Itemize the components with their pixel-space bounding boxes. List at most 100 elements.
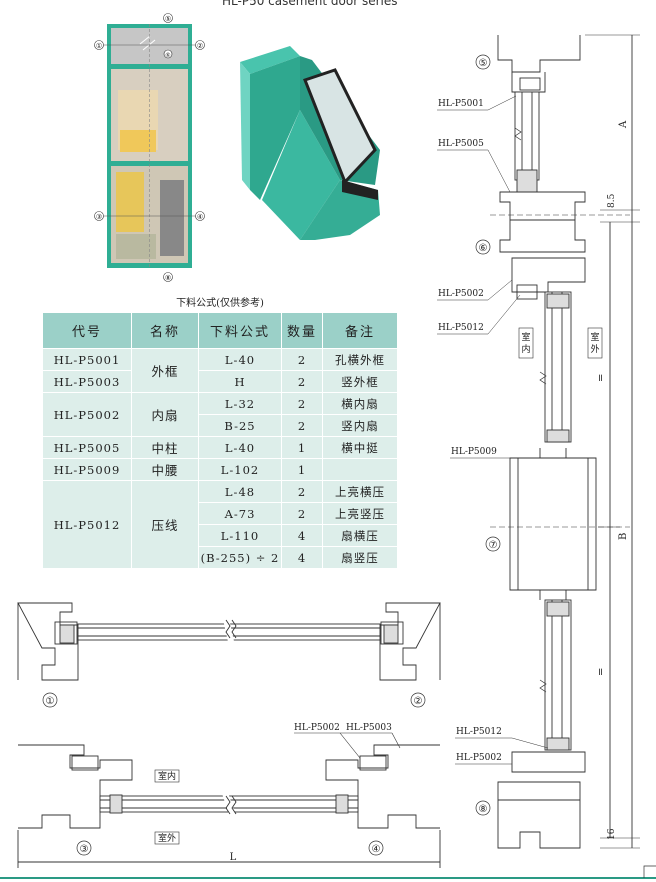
section-callout-1: ① xyxy=(46,696,55,707)
cell-formula: L-110 xyxy=(198,524,282,547)
cell-code: HL-P5002 xyxy=(42,392,132,437)
callout-6: ⑥ xyxy=(165,52,170,59)
cell-formula: L-40 xyxy=(198,436,282,459)
callout-4: ④ xyxy=(197,213,203,221)
cell-name: 中柱 xyxy=(131,436,199,459)
cell-code: HL-P5001 xyxy=(42,348,132,371)
table-header-row: 代号 名称 下料公式 数量 备注 xyxy=(42,312,398,349)
cell-qty: 1 xyxy=(281,436,323,459)
vertical-section-labels: ⑤ ⑥ ⑦ ⑧ HL-P5001 HL-P5005 HL-P5002 HL-P5… xyxy=(437,54,629,840)
cell-name: 压线 xyxy=(131,480,199,569)
col-header-qty: 数量 xyxy=(281,312,323,349)
vsec-callout-8: ⑧ xyxy=(479,804,488,815)
section-1-2 xyxy=(17,602,441,681)
dim-bottom: 16 xyxy=(607,828,617,840)
callout-5: ⑤ xyxy=(165,15,171,23)
photo-callouts: ⑤ ① ② ⑥ ③ ④ ⑧ xyxy=(94,13,205,282)
vsec-callout-5: ⑤ xyxy=(479,58,488,69)
cell-note: 扇竖压 xyxy=(322,546,398,569)
section-callout-4: ④ xyxy=(372,844,381,855)
cell-note: 孔横外框 xyxy=(322,348,398,371)
cell-code: HL-P5005 xyxy=(42,436,132,459)
cell-qty: 2 xyxy=(281,370,323,393)
label-p5002-b: HL-P5002 xyxy=(456,753,502,763)
table-row: B-25 2 竖内扇 xyxy=(43,414,398,437)
cell-note: 竖外框 xyxy=(322,370,398,393)
dim-eq-2: = xyxy=(596,668,607,676)
dim-eq-1: = xyxy=(596,374,607,382)
col-header-name: 名称 xyxy=(131,312,199,349)
indoor-label: 室内 xyxy=(158,770,176,782)
cell-note: 横内扇 xyxy=(322,392,398,415)
cell-note: 上亮横压 xyxy=(322,480,398,503)
label-p5003: HL-P5003 xyxy=(346,723,392,733)
cell-note: 横中挺 xyxy=(322,436,398,459)
cell-formula: B-25 xyxy=(198,414,282,437)
table-row: HL-P5012 压线 L-48 2 上亮横压 xyxy=(42,480,398,569)
cell-formula: L-48 xyxy=(198,480,282,503)
label-p5002-a: HL-P5002 xyxy=(438,289,484,299)
cell-name: 内扇 xyxy=(131,392,199,437)
cell-formula: L-40 xyxy=(198,348,282,371)
vsec-indoor-char1: 室 xyxy=(521,331,530,343)
col-header-note: 备注 xyxy=(322,312,398,349)
cell-name: 外框 xyxy=(131,348,199,393)
cell-formula: L-32 xyxy=(198,392,282,415)
col-header-code: 代号 xyxy=(42,312,132,349)
cell-qty: 2 xyxy=(281,348,323,371)
table-row: L-110 4 扇横压 xyxy=(43,524,398,547)
dim-a: A xyxy=(618,120,629,129)
vsec-callout-7: ⑦ xyxy=(489,540,498,551)
cell-qty: 2 xyxy=(281,392,323,415)
label-p5005: HL-P5005 xyxy=(438,139,484,149)
cell-note: 扇横压 xyxy=(322,524,398,547)
table-row: HL-P5009 中腰 L-102 1 xyxy=(42,458,398,481)
label-p5012-b: HL-P5012 xyxy=(456,727,502,737)
col-header-formula: 下料公式 xyxy=(198,312,282,349)
vsec-callout-6: ⑥ xyxy=(479,243,488,254)
label-p5001: HL-P5001 xyxy=(438,99,484,109)
vsec-indoor-char2: 内 xyxy=(521,343,530,355)
cell-qty: 2 xyxy=(281,480,323,503)
cell-qty: 4 xyxy=(281,524,323,547)
label-p5002-bottom: HL-P5002 xyxy=(294,723,340,733)
section-callout-2: ② xyxy=(414,696,423,707)
vsec-outdoor-char2: 外 xyxy=(590,343,599,355)
cell-name: 中腰 xyxy=(131,458,199,481)
cell-note xyxy=(322,458,398,481)
cell-code: HL-P5003 xyxy=(42,370,132,393)
cell-qty: 4 xyxy=(281,546,323,569)
vsec-outdoor-char1: 室 xyxy=(590,331,599,343)
callout-8: ⑧ xyxy=(165,274,171,282)
cell-qty: 1 xyxy=(281,458,323,481)
cell-formula: H xyxy=(198,370,282,393)
section-callout-3: ③ xyxy=(80,844,89,855)
cell-qty: 2 xyxy=(281,414,323,437)
page-title: HL-P50 casement door series xyxy=(222,0,398,8)
cell-formula: L-102 xyxy=(198,458,282,481)
cell-code: HL-P5012 xyxy=(42,480,132,569)
label-p5009: HL-P5009 xyxy=(451,447,497,457)
outdoor-label: 室外 xyxy=(158,832,176,844)
cutting-formula-table: 代号 名称 下料公式 数量 备注 HL-P5001 外框 L-40 2 孔横外框… xyxy=(42,312,398,569)
profile-3d-render xyxy=(240,46,380,240)
callout-2: ② xyxy=(197,42,203,50)
callout-1: ① xyxy=(96,42,102,50)
table-row: HL-P5003 H 2 竖外框 xyxy=(42,370,398,393)
table-row: HL-P5001 外框 L-40 2 孔横外框 xyxy=(42,348,398,393)
dim-gap: 8.5 xyxy=(607,193,617,208)
door-photo xyxy=(96,24,200,268)
table-row: HL-P5005 中柱 L-40 1 横中挺 xyxy=(42,436,398,459)
section-3-4 xyxy=(17,744,441,868)
cell-formula: (B-255) ÷ 2 xyxy=(198,546,282,569)
cell-code: HL-P5009 xyxy=(42,458,132,481)
dim-b: B xyxy=(618,533,629,540)
callout-3: ③ xyxy=(96,213,102,221)
cell-qty: 2 xyxy=(281,502,323,525)
label-p5012-a: HL-P5012 xyxy=(438,323,484,333)
cell-note: 上亮竖压 xyxy=(322,502,398,525)
table-row: (B-255) ÷ 2 4 扇竖压 xyxy=(43,546,398,569)
table-caption: 下料公式(仅供参考) xyxy=(176,298,264,309)
vertical-section xyxy=(490,34,640,849)
